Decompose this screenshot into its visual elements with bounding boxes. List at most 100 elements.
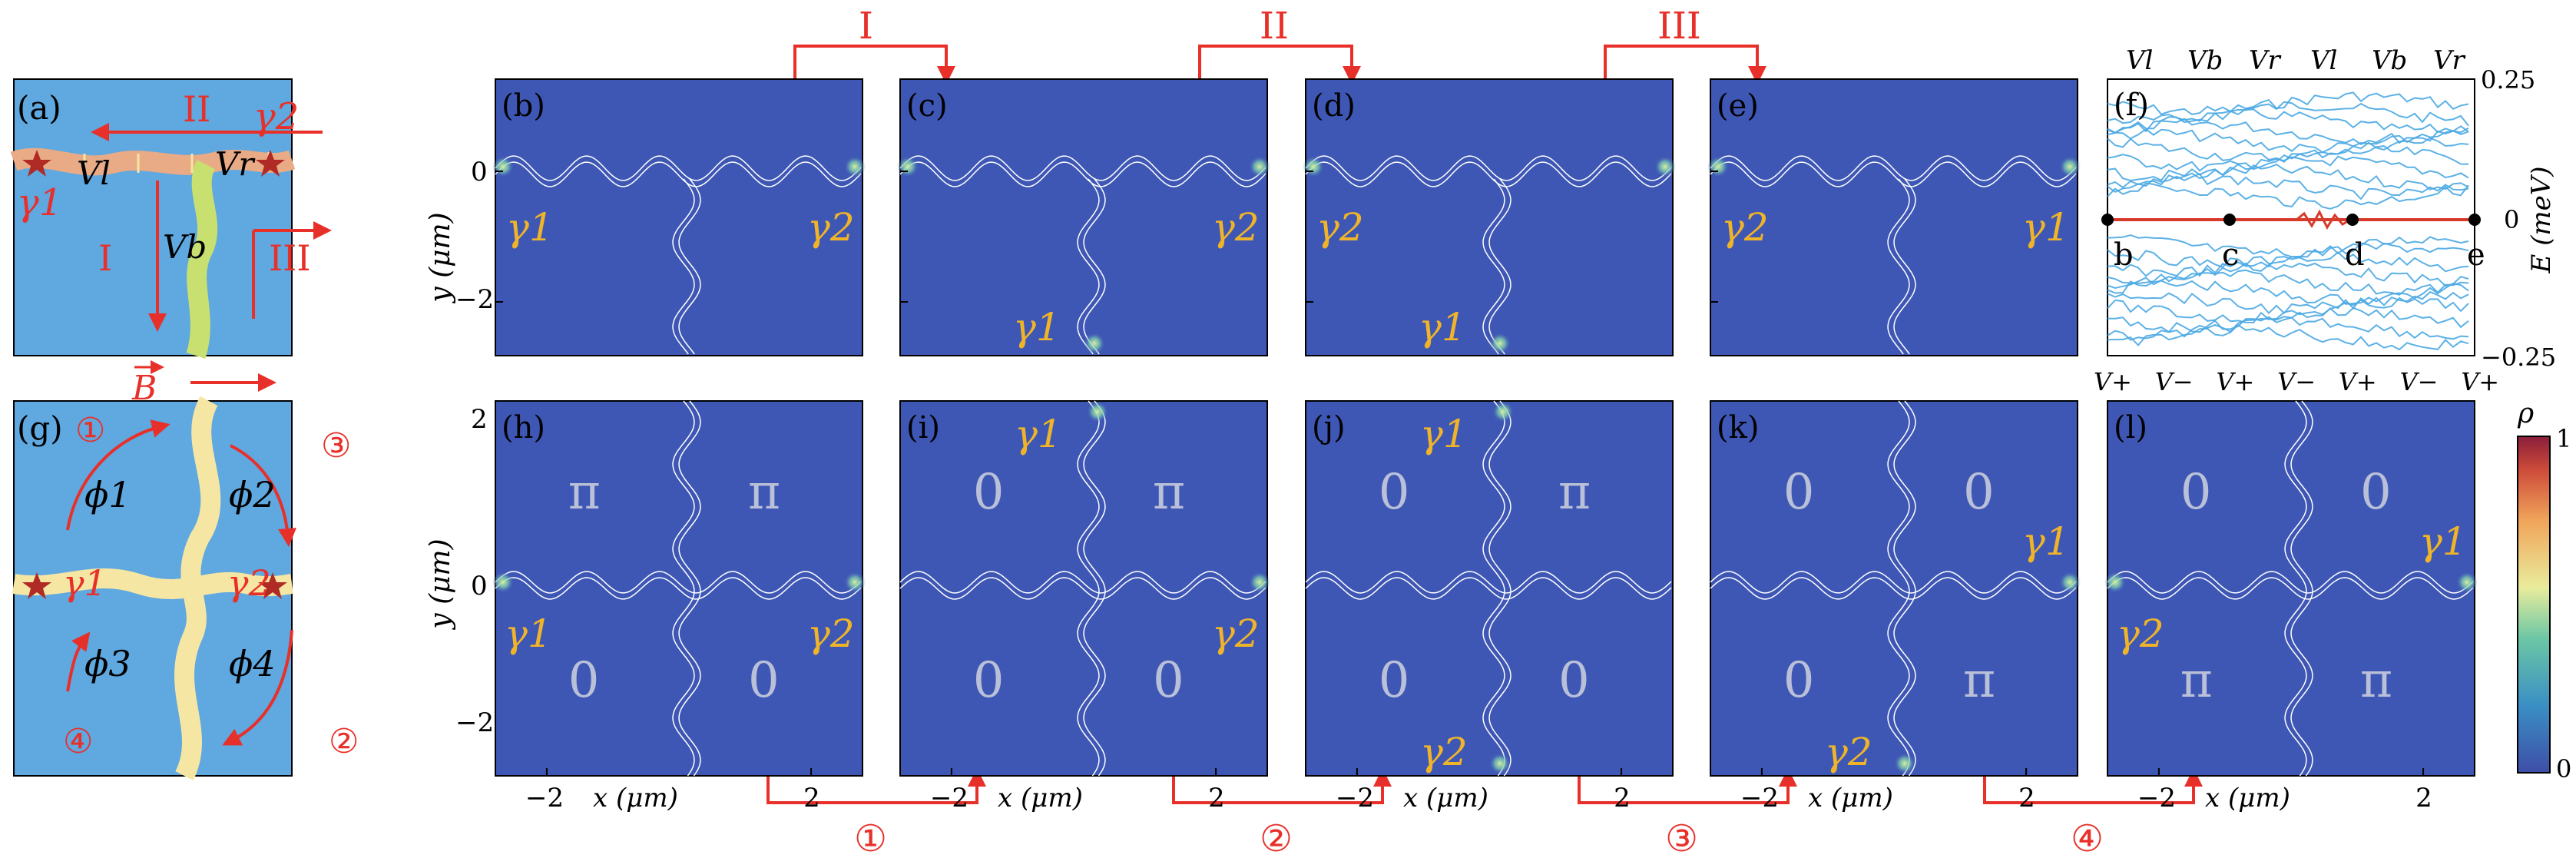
marker-point <box>2223 214 2236 226</box>
phase-label: 0 <box>2180 464 2212 521</box>
route-label-ii: II <box>1260 5 1289 48</box>
panel-c: (c) γ2 γ1 <box>897 78 1270 356</box>
vb-label: Vb <box>163 228 207 266</box>
gamma-label: γ2 <box>1825 730 1872 774</box>
gamma-label: γ2 <box>2117 611 2164 656</box>
schematic-g: (g) ϕ1 ϕ2 ϕ3 ϕ4 γ1 γ2 ① ③ ② ④ <box>12 396 359 780</box>
panel-label: (c) <box>906 88 948 124</box>
x-tick-label: −2 <box>930 783 968 813</box>
panel-e: (e) γ2 γ1 <box>1707 78 2081 356</box>
phase-label: π <box>748 464 780 521</box>
gamma-label: γ2 <box>1721 205 1769 250</box>
route-label-iii: III <box>269 237 311 279</box>
point-label: e <box>2467 237 2485 273</box>
top-gate-label: Vl <box>2126 45 2153 76</box>
phase-label: 0 <box>1379 464 1410 521</box>
panel-label: (l) <box>2114 410 2147 446</box>
route-label-ii: II <box>183 88 210 130</box>
y-axis-label-bottom: y (μm) <box>425 538 456 630</box>
gamma-label: γ2 <box>1212 611 1260 656</box>
route-label-iii: III <box>1657 5 1701 48</box>
phase-label: 0 <box>1558 652 1590 709</box>
panel-label-a: (a) <box>17 89 61 127</box>
colorbar-tick: 1 <box>2556 424 2571 453</box>
panel-label: (e) <box>1717 88 1759 124</box>
colorbar-label: ρ <box>2517 398 2534 429</box>
vr-label: Vr <box>215 145 256 183</box>
phase-label: π <box>568 464 601 521</box>
gamma-label: γ1 <box>2022 205 2070 250</box>
x-axis-label: x (μm) <box>998 783 1083 813</box>
gamma-label: γ1 <box>505 611 552 656</box>
phase-label: 0 <box>748 652 780 709</box>
gamma1-label: γ1 <box>63 562 107 604</box>
bottom-gate-label: V− <box>2400 367 2439 396</box>
point-label: b <box>2114 237 2134 273</box>
x-axis-label: x (μm) <box>593 783 678 813</box>
gamma-label: γ1 <box>2022 519 2070 564</box>
phase-label: 0 <box>1379 652 1410 709</box>
gamma-label: γ1 <box>1420 412 1468 456</box>
gamma-label: γ1 <box>2419 519 2467 564</box>
phase-label: 0 <box>1963 464 1995 521</box>
gamma-label: γ2 <box>807 205 855 250</box>
phase-label: 0 <box>568 652 600 709</box>
step-2-label: ② <box>329 722 359 761</box>
schematic-a: (a) II I III γ2 γ1 Vl Vr Vb B <box>10 78 332 408</box>
x-axis-label: x (μm) <box>1403 783 1488 813</box>
star-icon <box>258 572 287 599</box>
phase-label: π <box>1153 464 1185 521</box>
gamma-label: γ1 <box>1419 305 1466 350</box>
gamma-label: γ1 <box>1015 412 1062 456</box>
vl-label: Vl <box>77 154 111 192</box>
step-3-label: ③ <box>321 426 351 465</box>
panel-label: (j) <box>1312 410 1346 446</box>
colorbar-tick: 0 <box>2556 754 2571 784</box>
panel-label: (d) <box>1312 88 1356 124</box>
y-axis-label-f: E (meV) <box>2526 166 2557 273</box>
y-axis-label-top: y (μm) <box>425 212 456 303</box>
gamma-label: γ1 <box>506 205 554 250</box>
bottom-gate-label: V+ <box>2461 367 2499 396</box>
y-tick-label: 0 <box>471 157 488 187</box>
y-tick-label: 0.25 <box>2481 65 2535 94</box>
phi4-label: ϕ4 <box>229 643 276 684</box>
top-gate-label: Vb <box>2372 45 2407 76</box>
phase-label: 0 <box>2360 464 2392 521</box>
gamma-label: γ2 <box>1420 730 1468 774</box>
route-label-i: I <box>859 5 873 48</box>
x-tick-label: −2 <box>1336 783 1374 813</box>
colorbar: ρ 1 0 <box>2517 398 2571 784</box>
marker-point <box>2468 214 2481 226</box>
x-tick-label: −2 <box>525 783 564 813</box>
marker-point <box>2346 214 2359 226</box>
top-gate-label: Vl <box>2310 45 2337 76</box>
phase-label: π <box>1963 652 1995 709</box>
star-icon <box>256 150 285 177</box>
panel-label: (b) <box>502 88 545 124</box>
panel-label-g: (g) <box>17 409 63 447</box>
star-icon <box>22 150 51 177</box>
phase-label: π <box>2180 652 2213 709</box>
bottom-gate-label: V+ <box>2094 367 2132 396</box>
step-1-label: ① <box>854 817 887 860</box>
x-tick-label: 2 <box>803 783 820 813</box>
star-icon <box>22 572 51 599</box>
x-tick-label: 2 <box>1614 783 1631 813</box>
gamma2-label: γ2 <box>253 95 299 138</box>
phase-label: 0 <box>973 464 1005 521</box>
panel-label: (h) <box>502 410 545 446</box>
gamma-label: γ1 <box>1013 305 1061 350</box>
phase-label: 0 <box>1783 652 1815 709</box>
phase-label: 0 <box>1153 652 1184 709</box>
gamma-label: γ2 <box>1212 205 1260 250</box>
top-gate-label: Vr <box>2249 45 2282 76</box>
